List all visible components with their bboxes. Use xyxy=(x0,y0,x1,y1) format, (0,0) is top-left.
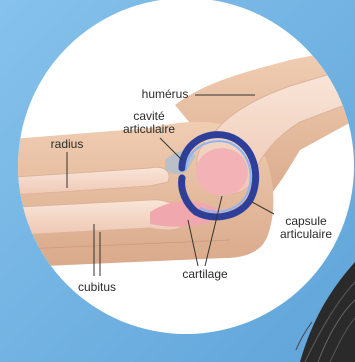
radius-text: radius xyxy=(51,137,84,151)
label-radius: radius xyxy=(40,138,94,151)
label-humerus: humérus xyxy=(135,88,195,101)
humerus-text: humérus xyxy=(142,87,189,101)
humerus-cartilage xyxy=(196,148,248,196)
label-cubitus: cubitus xyxy=(66,281,128,294)
label-cartilage: cartilage xyxy=(170,268,240,281)
label-joint-cavity: cavité articulaire xyxy=(112,110,186,136)
joint-capsule-text-line2: articulaire xyxy=(264,228,348,241)
cartilage-text: cartilage xyxy=(182,267,227,281)
label-joint-capsule: capsule articulaire xyxy=(264,215,348,241)
cubitus-text: cubitus xyxy=(78,280,116,294)
joint-cavity-text-line2: articulaire xyxy=(112,123,186,136)
